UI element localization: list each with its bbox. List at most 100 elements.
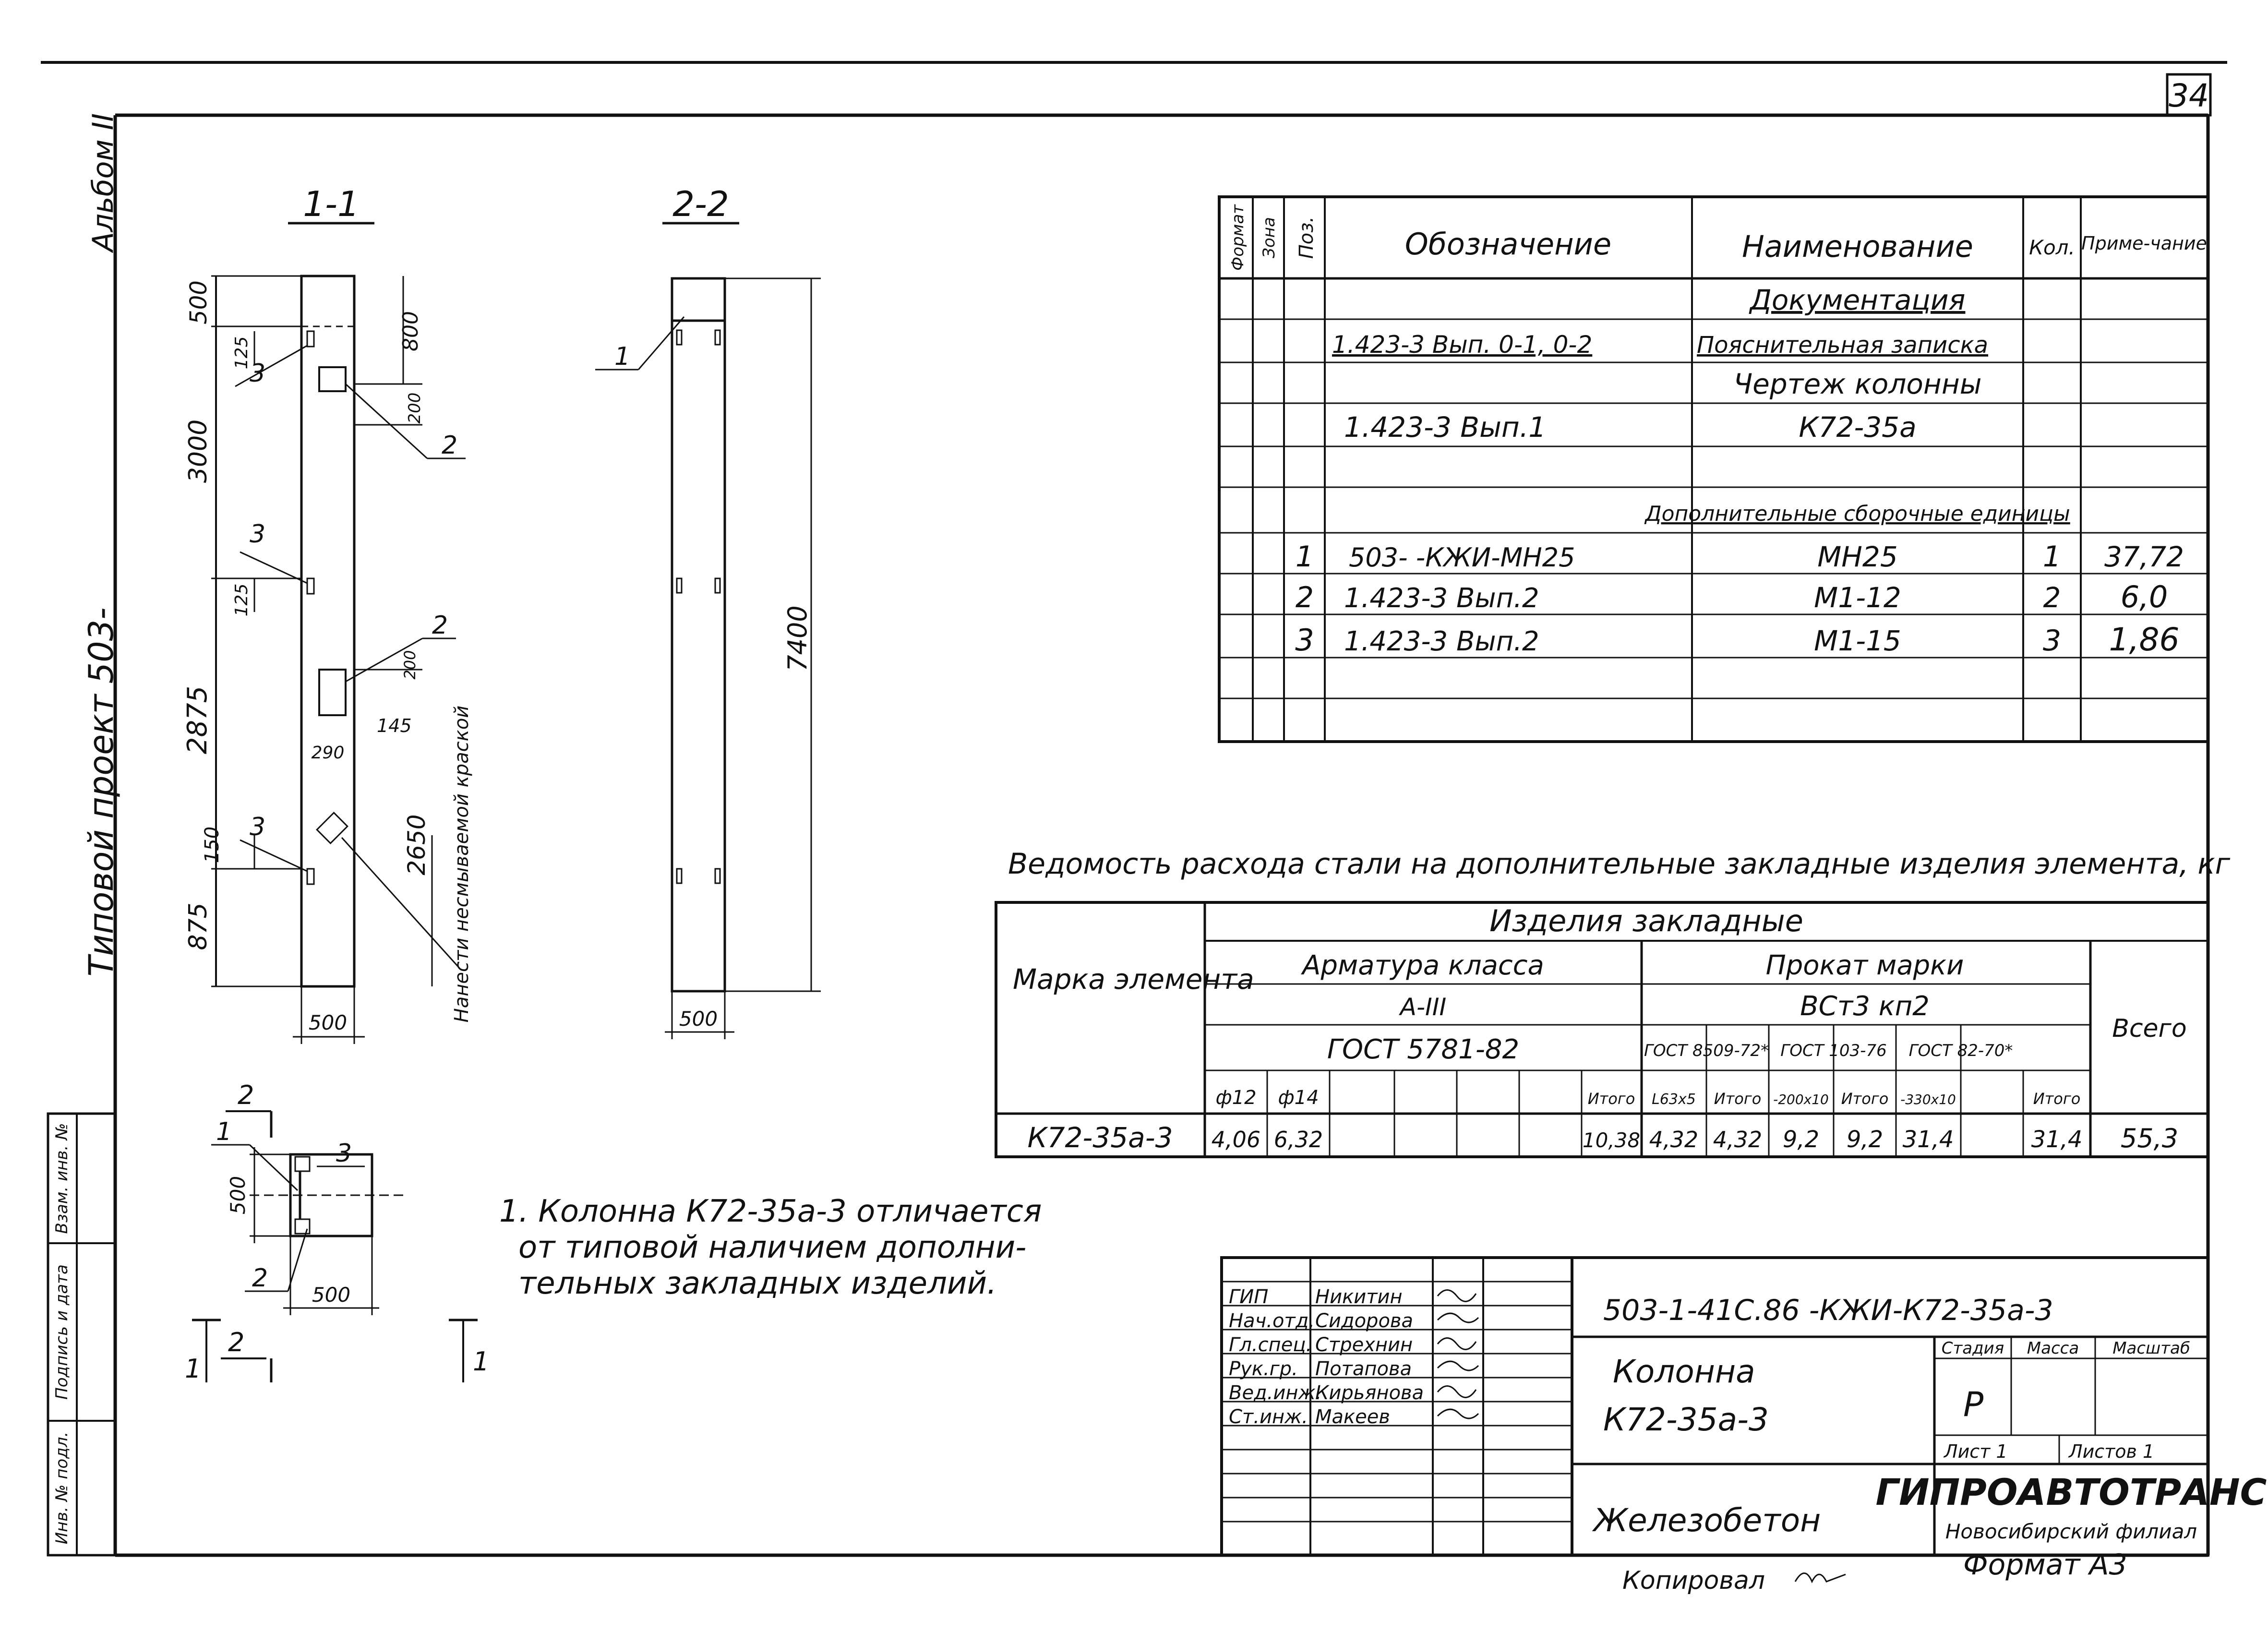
spec-cell-designation: 1.423-3 Вып.1 [1344,411,1546,444]
spec-cell-designation: 1.423-3 Вып.2 [1344,583,1539,614]
role: Ст.инж. [1229,1406,1308,1428]
steel-sub-header: Итого [1714,1090,1762,1108]
steel-table-title: Ведомость расхода стали на дополнительны… [1008,847,2231,881]
steel-sub-header: Итого [1588,1090,1635,1108]
steel-row-value: 9,2 [1783,1126,1819,1153]
callout-1: 1 [614,342,630,371]
footer: Копировал Формат А3 [1622,1548,2127,1595]
steel-head-gost-3: ГОСТ 82-70* [1909,1041,2013,1060]
callout-2b: 2 [432,611,448,640]
spec-head-note: Приме-чание [2081,233,2207,254]
steel-row-value: 31,4 [2031,1126,2083,1153]
plan-callout-2: 2 [252,1264,268,1293]
callout-3a: 3 [250,359,265,388]
spec-head-qty: Кол. [2029,236,2075,259]
steel-head-gost-1: ГОСТ 8509-72* [1644,1041,1769,1060]
steel-head-rebar: Арматура класса [1301,950,1544,981]
role: Рук.гр. [1229,1358,1298,1380]
name: Макеев [1315,1406,1390,1428]
dim-7400: 7400 [782,605,813,671]
steel-row-value: 4,06 [1212,1127,1260,1152]
spec-head-format: Формат [1228,204,1248,271]
cut-mark-right: 1 [473,1346,489,1377]
spec-cell-qty: 3 [2043,624,2061,658]
sheet-number: 34 [2169,77,2209,114]
steel-sub-header: ф14 [1278,1087,1319,1109]
steel-row-total: 55,3 [2121,1123,2178,1153]
role: ГИП [1229,1286,1268,1308]
spec-head-designation: Обозначение [1405,227,1611,262]
steel-sub-header: Итого [2033,1090,2081,1108]
product-name: Колонна [1613,1353,1755,1390]
spec-cell-note: 37,72 [2104,540,2184,573]
spec-cell-name: Чертеж колонны [1733,368,1981,400]
steel-row-value: 9,2 [1847,1126,1883,1153]
dim-2875: 2875 [182,686,213,755]
table-row: 1.423-3 Вып. 0-1, 0-2 Пояснительная запи… [1332,331,1988,359]
mass-label: Масса [2027,1339,2079,1358]
dim-2-width-500: 500 [679,1007,718,1031]
marking-symbol [316,812,348,844]
spec-head-zone: Зона [1260,217,1279,258]
role: Гл.спец. [1229,1334,1312,1356]
steel-row-mark: К72-35а-3 [1027,1121,1173,1154]
spec-cell-pos: 2 [1296,581,1314,614]
note-line-1: 1. Колонна К72-35а-3 отличается [499,1194,1042,1229]
steel-sub-header: L63х5 [1652,1091,1696,1108]
dim-875: 875 [184,902,213,950]
copied-by: Копировал [1622,1566,1765,1595]
signature-roles: ГИП Нач.отд. Гл.спец. Рук.гр. Вед.инж. С… [1229,1286,1321,1428]
spec-head-name: Наименование [1742,229,1973,264]
general-note: 1. Колонна К72-35а-3 отличается от типов… [499,1194,1042,1301]
embedded-angle [306,868,315,885]
steel-head-group: Изделия закладные [1489,903,1803,938]
embedded-angle [306,577,315,595]
spec-cell-name: Пояснительная записка [1697,332,1988,359]
spec-cell-pos: 3 [1295,623,1314,658]
side-stamp-replace: Взам. инв. № [52,1123,72,1234]
dim-2650: 2650 [403,814,431,875]
name: Сидорова [1315,1310,1413,1332]
note-line-3: тельных закладных изделий. [518,1266,996,1301]
spec-cell-designation: 503- -КЖИ-МН25 [1349,542,1575,573]
spec-cell-note: 6,0 [2121,579,2168,614]
table-row: Дополнительные сборочные единицы [1644,502,2070,526]
stage-value: Р [1963,1385,1984,1424]
dim-800: 800 [398,311,423,351]
role: Нач.отд. [1229,1310,1315,1332]
dim-width-500: 500 [309,1011,347,1034]
name: Кирьянова [1315,1382,1424,1404]
table-row: 1.423-3 Вып.1 К72-35а [1344,411,1917,444]
spec-cell-name: МН25 [1817,540,1897,573]
stage-label: Стадия [1942,1339,2004,1358]
steel-head-rebar-gost: ГОСТ 5781-82 [1327,1034,1519,1065]
steel-sub-header: -200х10 [1773,1092,1829,1107]
spec-cell-designation: 1.423-3 Вып.2 [1344,626,1539,657]
embedded-angle [306,330,315,348]
section-1-1: 1-1 500 3000 2875 875 125 125 150 800 20… [182,184,473,1044]
org-name: ГИПРОАВТОТРАНС [1876,1471,2267,1513]
steel-head-rolled: Прокат марки [1766,950,1964,981]
plan-view: 500 500 1 3 2 2 2 1 1 [185,1080,489,1384]
material: Железобетон [1592,1502,1821,1539]
steel-head-mark: Марка элемента [1013,963,1254,996]
dim-3000: 3000 [184,420,213,483]
plan-dim-v: 500 [226,1176,250,1214]
spec-cell-name: Дополнительные сборочные единицы [1644,502,2070,526]
title-block: 503-1-41С.86 -КЖИ-К72-35а-3 ГИП Нач.отд.… [1220,1256,2267,1557]
dim-145: 145 [377,715,412,736]
spec-cell-qty: 2 [2043,581,2061,614]
sheet-label: Лист 1 [1943,1441,2008,1462]
dim-200a: 200 [405,393,424,424]
cut-mark-top: 2 [238,1080,254,1110]
dim-width-290: 290 [312,743,345,763]
note-line-2: от типовой наличием дополни- [518,1230,1026,1265]
spec-cell-designation: 1.423-3 Вып. 0-1, 0-2 [1332,331,1592,359]
role: Вед.инж. [1229,1382,1321,1404]
steel-row-value: 31,4 [1903,1126,1954,1153]
column-2-body [671,277,726,993]
spec-cell-name: М1-12 [1814,581,1901,614]
callout-2a: 2 [442,431,457,460]
steel-row-value: 4,32 [1649,1127,1698,1152]
